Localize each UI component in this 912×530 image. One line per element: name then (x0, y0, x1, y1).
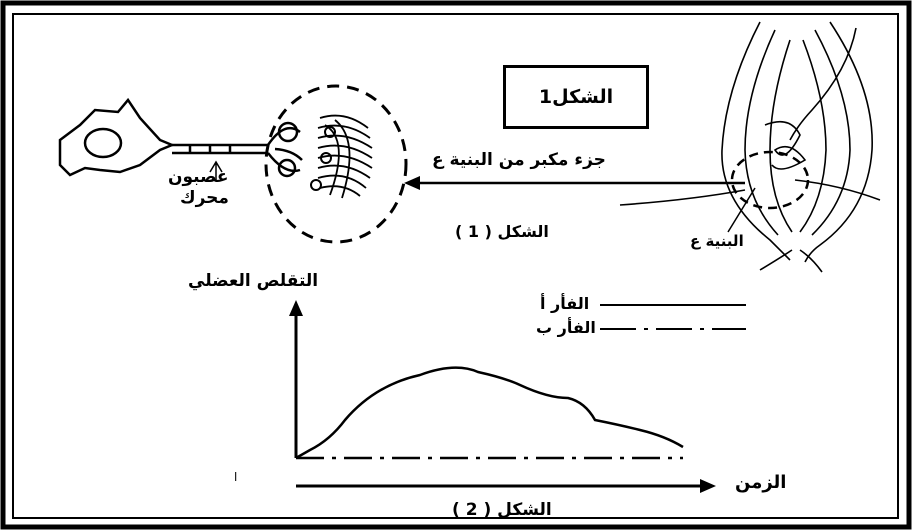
neuron-pointer-icon (209, 160, 223, 180)
y-axis (289, 300, 303, 458)
x-axis-label: الزمن (735, 472, 787, 493)
figure1-box-label: الشكل1 (538, 86, 614, 108)
figure2-caption: الشكل ( 2 ) (452, 500, 552, 520)
y-axis-label: التقلص العضلي (188, 271, 319, 291)
x-axis (296, 479, 716, 493)
magnify-arrow (404, 176, 745, 190)
figure1-title-box: الشكل1 (503, 65, 649, 129)
inner-border (12, 13, 899, 519)
origin-mark: ا (234, 470, 238, 484)
muscle-fibers (317, 114, 373, 199)
muscle-drawing (619, 21, 881, 273)
series-mouse-a-line (295, 366, 684, 460)
figure1-caption: الشكل ( 1 ) (455, 222, 549, 241)
legend-label-mouse-b: الفأر ب (536, 318, 596, 337)
synaptic-terminals (310, 126, 336, 191)
magnified-zone-ellipse (264, 84, 408, 244)
magnify-arrow-label: جزء مكبر من البنية ع (432, 150, 606, 170)
structure-label: البنية ع (690, 232, 744, 250)
motor-neuron-drawing (58, 97, 303, 178)
structure-label-leader (727, 187, 756, 233)
neuron-label-line1: عصبون (168, 167, 229, 187)
neuron-label-line2: محرك (180, 188, 229, 208)
structure-marker-ellipse (730, 150, 810, 210)
legend-label-mouse-a: الفأر أ (540, 294, 590, 313)
